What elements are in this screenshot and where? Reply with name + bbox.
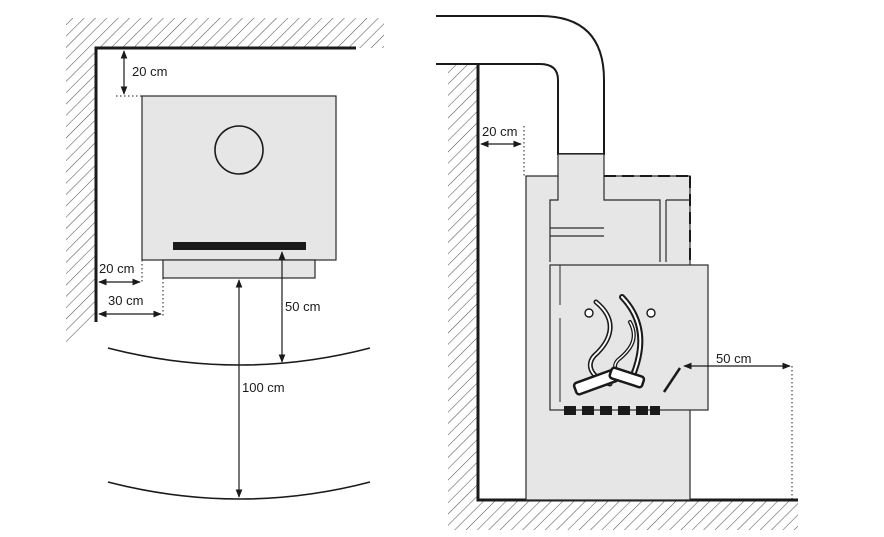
air-inlet-left [584,308,594,318]
side-wall-line [476,64,798,502]
plan-reference-lines [116,95,164,318]
stove-base-plate [162,259,316,279]
label-side-clearance-outer: 30 cm [108,293,143,308]
logs-icon [572,366,646,396]
front-arc-far [107,481,371,500]
label-flue-wall-clearance: 20 cm [482,124,517,139]
side-reference-lines [523,126,793,500]
plan-view: 20 cm 20 cm 30 cm 50 cm 100 cm [66,18,384,500]
stove-body-top-view [141,95,337,261]
air-inlet-right [646,308,656,318]
side-view: 20 cm 50 cm [436,15,798,530]
flue-outlet-circle [214,125,264,175]
label-front-clearance-side: 50 cm [716,351,751,366]
door-handle [662,367,682,393]
flue-pipe [436,15,605,155]
plan-wall-line [94,46,356,322]
label-front-clearance-far: 100 cm [242,380,285,395]
label-side-clearance-inner: 20 cm [99,261,134,276]
label-front-clearance-near: 50 cm [285,299,320,314]
internal-duct [549,176,690,262]
label-back-clearance: 20 cm [132,64,167,79]
grate [564,406,660,415]
stove-front-bar [173,242,306,250]
